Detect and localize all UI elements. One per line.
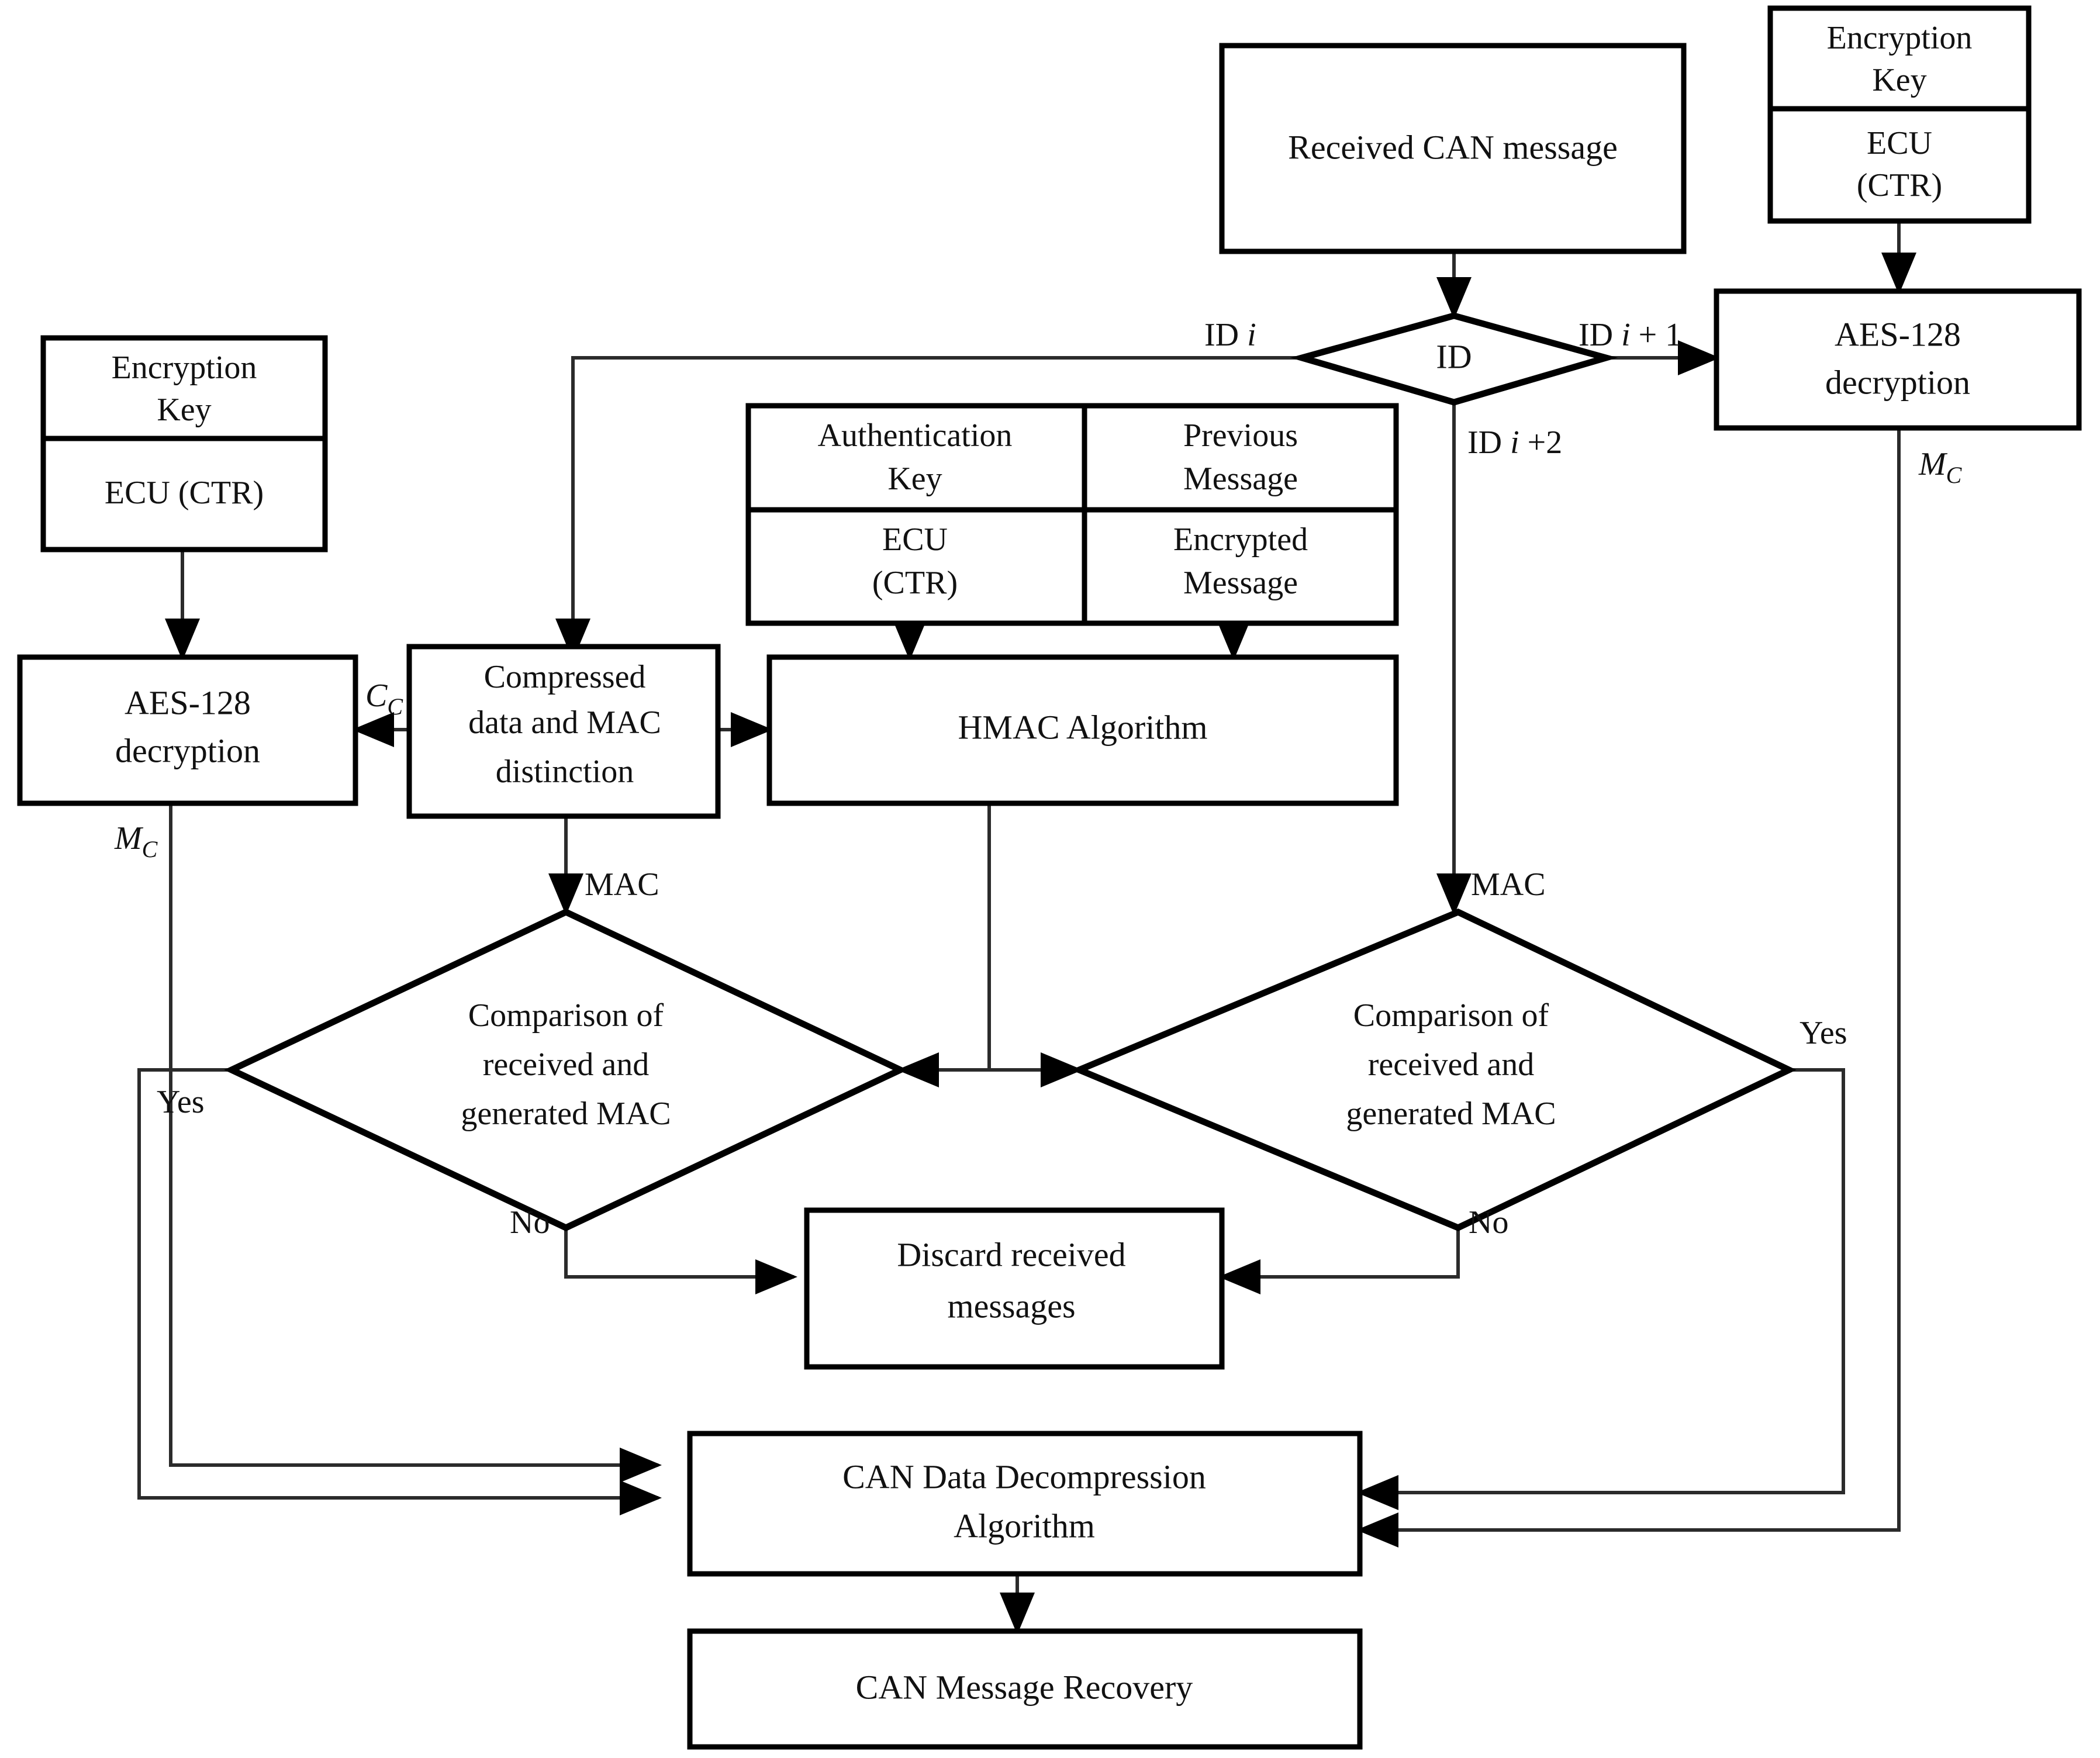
node-encryption-key-left[interactable]: Encryption Key ECU (CTR) [40, 335, 328, 552]
node-comparison-left[interactable]: Comparison of received and generated MAC [224, 908, 908, 1232]
table-r1c1-line1: Encrypted [1173, 521, 1308, 558]
compressed-line1: Compressed [484, 659, 646, 695]
table-r0c1-line2: Message [1183, 461, 1298, 497]
table-r0c1-line1: Previous [1183, 417, 1298, 454]
discard-line1: Discard received [897, 1235, 1125, 1273]
edge-label-yes-right: Yes [1799, 1015, 1847, 1051]
encryption-key-left-header-line2: Key [157, 392, 211, 428]
encryption-key-right-header-line2: Key [1872, 62, 1926, 98]
comparison-right-line2: received and [1368, 1046, 1534, 1083]
table-r1c0-line1: ECU [882, 521, 948, 558]
aes-left-line1: AES-128 [125, 683, 251, 721]
edge-label-mac-left: MAC [585, 866, 659, 903]
edge-label-no-left: No [510, 1204, 550, 1241]
edge-label-mc-left: MC [114, 820, 158, 862]
node-can-recovery[interactable]: CAN Message Recovery [687, 1628, 1363, 1750]
comparison-right-line1: Comparison of [1353, 997, 1549, 1034]
comparison-left-line3: generated MAC [461, 1096, 671, 1132]
aes-right-line2: decryption [1825, 363, 1970, 401]
id-decision-label: ID [1436, 337, 1472, 375]
comparison-left-line1: Comparison of [468, 997, 664, 1034]
hmac-algorithm-label: HMAC Algorithm [958, 708, 1208, 746]
edge-comparison-right-no-to-discard [1218, 1228, 1460, 1294]
edge-label-id-i: ID i [1204, 317, 1256, 353]
decompression-line2: Algorithm [954, 1507, 1095, 1545]
edge-label-id-i-plus-1: ID i + 1 [1579, 317, 1681, 353]
edge-label-mac-right: MAC [1471, 866, 1546, 903]
table-r0c0-line2: Key [887, 461, 942, 497]
edge-comparison-right-yes-to-decompression [1356, 1068, 1845, 1510]
node-can-decompression[interactable]: CAN Data Decompression Algorithm [687, 1431, 1363, 1577]
node-discard-messages[interactable]: Discard received messages [804, 1207, 1225, 1370]
compressed-line2: data and MAC [468, 704, 661, 741]
node-comparison-right[interactable]: Comparison of received and generated MAC [1070, 908, 1797, 1232]
node-compressed-distinction[interactable]: Compressed data and MAC distinction [406, 644, 721, 819]
node-id-decision[interactable]: ID [1290, 312, 1618, 406]
encryption-key-left-body: ECU (CTR) [105, 475, 264, 511]
node-aes-decryption-right[interactable]: AES-128 decryption [1714, 288, 2082, 431]
comparison-left-line2: received and [483, 1046, 649, 1083]
edge-id-to-compressed [555, 356, 1302, 661]
encryption-key-right-body-line1: ECU [1867, 125, 1932, 161]
table-r1c1-line2: Message [1183, 565, 1298, 601]
node-key-message-table[interactable]: Authentication Key Previous Message ECU … [745, 403, 1399, 626]
table-r1c0-line2: (CTR) [872, 565, 958, 601]
node-encryption-key-right[interactable]: Encryption Key ECU (CTR) [1767, 5, 2032, 224]
node-aes-decryption-left[interactable]: AES-128 decryption [17, 654, 358, 806]
received-can-message-label: Received CAN message [1288, 128, 1618, 166]
node-received-can-message[interactable]: Received CAN message [1219, 43, 1687, 254]
decompression-line1: CAN Data Decompression [842, 1457, 1206, 1495]
edge-label-cc: CC [365, 678, 403, 720]
aes-right-line1: AES-128 [1835, 315, 1961, 353]
compressed-line3: distinction [496, 754, 634, 790]
encryption-key-right-header-line1: Encryption [1827, 20, 1973, 56]
edge-label-id-i-plus-2: ID i +2 [1467, 424, 1562, 461]
edge-label-no-right: No [1469, 1204, 1508, 1241]
edge-aes-right-mc-to-decompression [1356, 428, 1901, 1548]
table-r0c0-line1: Authentication [818, 417, 1013, 454]
encryption-key-left-header-line1: Encryption [112, 350, 257, 386]
edge-comparison-left-no-to-discard [564, 1228, 797, 1294]
comparison-right-line3: generated MAC [1346, 1096, 1556, 1132]
edge-aes-left-mc-to-decompression [169, 803, 662, 1483]
edge-label-mc-right: MC [1918, 446, 1963, 488]
aes-left-line2: decryption [115, 731, 260, 769]
node-hmac-algorithm[interactable]: HMAC Algorithm [766, 654, 1399, 806]
edge-label-yes-left: Yes [157, 1084, 204, 1120]
discard-line2: messages [947, 1287, 1075, 1325]
encryption-key-right-body-line2: (CTR) [1857, 167, 1942, 203]
can-recovery-label: CAN Message Recovery [856, 1668, 1193, 1706]
